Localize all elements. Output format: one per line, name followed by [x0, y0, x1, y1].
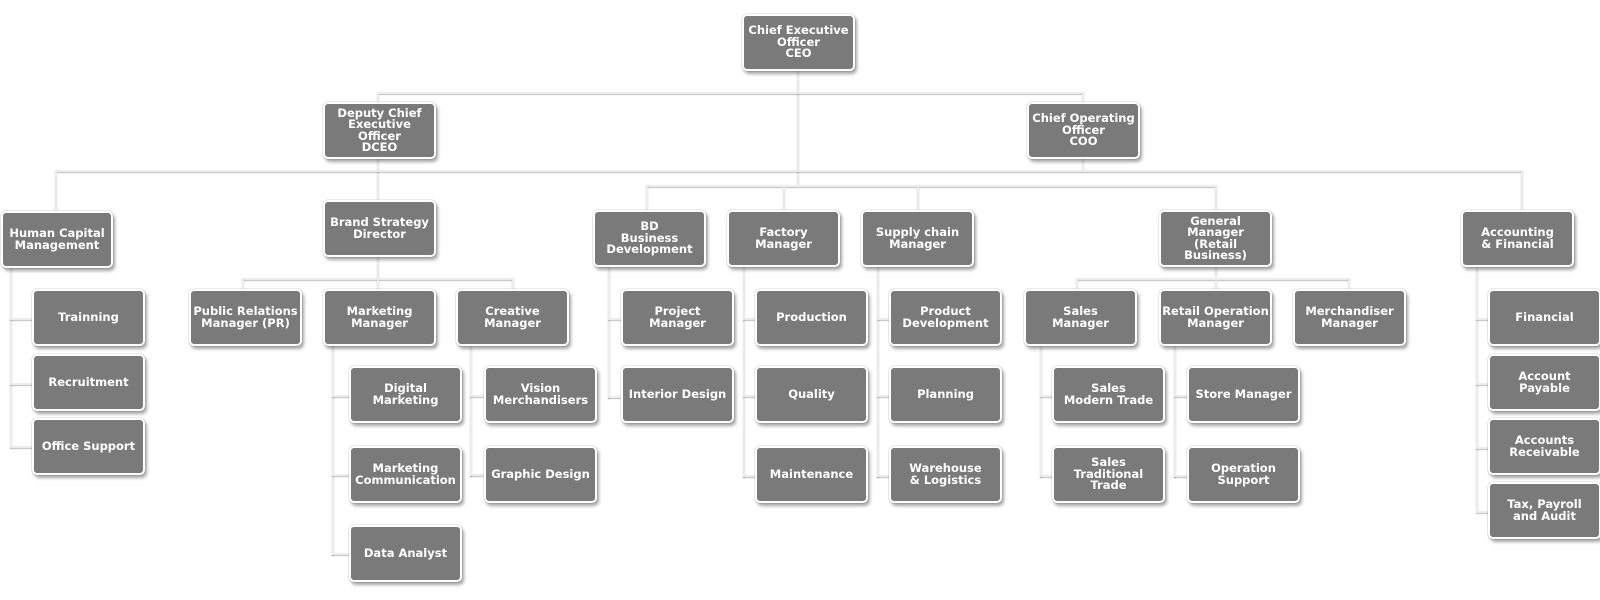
node-quality[interactable]: Quality: [755, 366, 868, 423]
node-brand-strategy-director[interactable]: Brand Strategy Director: [323, 200, 436, 257]
connector-pr-drop: [242, 278, 244, 289]
node-digital-marketing[interactable]: Digital Marketing: [349, 366, 462, 423]
connector-cre-graphic: [470, 474, 484, 476]
node-supply-chain-manager[interactable]: Supply chain Manager: [861, 210, 974, 267]
connector-fac-quality: [743, 395, 757, 397]
connector-factory-vertical: [743, 266, 745, 477]
connector-ops-bar: [646, 185, 1217, 187]
connector-ops-store: [1174, 395, 1188, 397]
node-project-manager[interactable]: Project Manager: [621, 289, 734, 346]
connector-acct-receivable: [1476, 447, 1490, 449]
connector-mkt-digital: [332, 395, 350, 397]
node-sales-modern-trade[interactable]: Sales Modern Trade: [1052, 366, 1165, 423]
node-data-analyst[interactable]: Data Analyst: [349, 525, 462, 582]
node-account-payable[interactable]: Account Payable: [1488, 354, 1600, 411]
connector-cre-vision: [470, 395, 484, 397]
connector-dceo-drop: [377, 92, 379, 102]
connector-hcm-training: [10, 318, 34, 320]
connector-mkt-comm: [332, 474, 350, 476]
connector-acct-tax: [1476, 511, 1490, 513]
connector-hcm-recruitment: [10, 383, 34, 385]
node-marketing-manager[interactable]: Marketing Manager: [323, 289, 436, 346]
node-office-support[interactable]: Office Support: [32, 418, 145, 475]
connector-gm-down: [1215, 266, 1217, 279]
node-retail-operation-manager[interactable]: Retail Operation Manager: [1159, 289, 1272, 346]
connector-marketing-vertical: [332, 345, 334, 555]
connector-creative-vertical: [470, 345, 472, 476]
connector-acct-vertical: [1476, 267, 1478, 512]
connector-creative-drop: [512, 278, 514, 289]
connector-ops-vertical: [1174, 345, 1176, 477]
node-training[interactable]: Trainning: [32, 289, 145, 346]
connector-fac-maintenance: [743, 475, 757, 477]
node-planning[interactable]: Planning: [889, 366, 1002, 423]
node-marketing-communication[interactable]: Marketing Communication: [349, 446, 462, 503]
node-product-development[interactable]: Product Development: [889, 289, 1002, 346]
connector-retailops-drop: [1215, 278, 1217, 289]
connector-hcm-office: [10, 446, 34, 448]
connector-sales-drop: [1076, 278, 1078, 289]
node-public-relations-manager[interactable]: Public Relations Manager (PR): [189, 289, 302, 346]
connector-dceo-down: [377, 158, 379, 200]
connector-coo-down: [1082, 158, 1084, 171]
node-dceo[interactable]: Deputy Chief Executive Officer DCEO: [323, 102, 436, 159]
node-operation-support[interactable]: Operation Support: [1187, 446, 1300, 503]
connector-bd-interior: [608, 396, 622, 398]
connector-ceo-deputies: [377, 92, 1084, 94]
connector-sales-vertical: [1040, 345, 1042, 477]
connector-sup-product: [877, 318, 891, 320]
connector-hcm-drop: [55, 170, 57, 211]
connector-bd-vertical: [608, 266, 610, 398]
connector-gm-bar: [1076, 278, 1350, 280]
node-sales-manager[interactable]: Sales Manager: [1024, 289, 1137, 346]
node-ceo[interactable]: Chief Executive Officer CEO: [742, 14, 855, 71]
connector-fac-production: [743, 318, 757, 320]
node-vision-merchandisers[interactable]: Vision Merchandisers: [484, 366, 597, 423]
connector-marketing-drop: [377, 278, 379, 289]
connector-sup-warehouse: [877, 475, 891, 477]
connector-acct-drop: [1521, 170, 1523, 211]
node-tax-payroll-audit[interactable]: Tax, Payroll and Audit: [1488, 482, 1600, 539]
connector-supply-drop: [917, 185, 919, 210]
connector-coo-drop: [1082, 92, 1084, 102]
node-merchandiser-manager[interactable]: Merchandiser Manager: [1293, 289, 1406, 346]
connector-mkt-data: [332, 553, 350, 555]
node-accounts-receivable[interactable]: Accounts Receivable: [1488, 418, 1600, 475]
node-financial[interactable]: Financial: [1488, 289, 1600, 346]
connector-supply-vertical: [877, 266, 879, 477]
node-warehouse-logistics[interactable]: Warehouse & Logistics: [889, 446, 1002, 503]
connector-brand-down: [377, 256, 379, 279]
node-graphic-design[interactable]: Graphic Design: [484, 446, 597, 503]
connector-hcm-vertical: [10, 267, 12, 447]
connector-ceo-trunk: [797, 70, 799, 186]
node-general-manager-retail[interactable]: General Manager (Retail Business): [1159, 210, 1272, 267]
connector-factory-drop: [783, 185, 785, 210]
connector-sales-traditional: [1040, 475, 1054, 477]
node-business-development[interactable]: BD Business Development: [593, 210, 706, 267]
connector-sup-planning: [877, 395, 891, 397]
node-accounting-financial[interactable]: Accounting & Financial: [1461, 210, 1574, 267]
node-recruitment[interactable]: Recruitment: [32, 354, 145, 411]
node-interior-design[interactable]: Interior Design: [621, 366, 734, 423]
connector-bd-drop: [646, 185, 648, 210]
connector-gm-drop: [1215, 185, 1217, 210]
node-sales-traditional-trade[interactable]: Sales Traditional Trade: [1052, 446, 1165, 503]
connector-sales-modern: [1040, 395, 1054, 397]
node-production[interactable]: Production: [755, 289, 868, 346]
connector-acct-payable: [1476, 383, 1490, 385]
node-human-capital-management[interactable]: Human Capital Management: [1, 211, 113, 268]
connector-ops-support: [1174, 475, 1188, 477]
node-coo[interactable]: Chief Operating Officer COO: [1027, 102, 1140, 159]
connector-merch-drop: [1348, 278, 1350, 289]
connector-main-bar: [55, 170, 1523, 172]
connector-acct-financial: [1476, 318, 1490, 320]
node-maintenance[interactable]: Maintenance: [755, 446, 868, 503]
node-creative-manager[interactable]: Creative Manager: [456, 289, 569, 346]
node-store-manager[interactable]: Store Manager: [1187, 366, 1300, 423]
connector-bd-project: [608, 318, 622, 320]
node-factory-manager[interactable]: Factory Manager: [727, 210, 840, 267]
